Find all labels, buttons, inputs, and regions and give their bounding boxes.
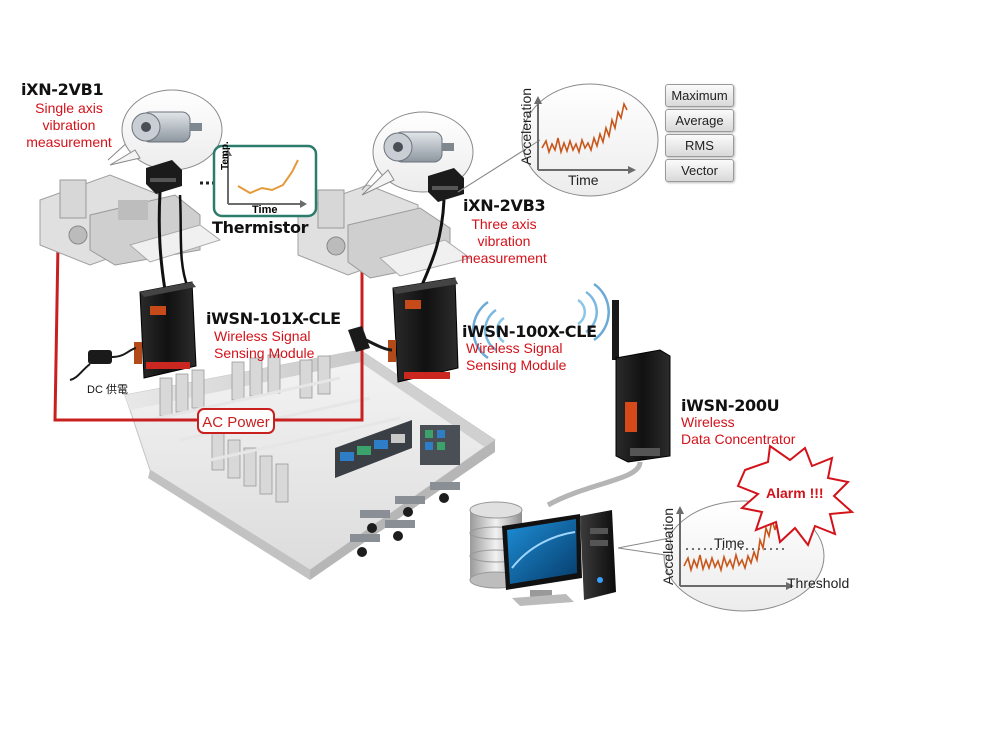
sensor-cable-right <box>420 199 446 286</box>
ixn-2vb1-title: iXN-2VB1 <box>21 80 104 99</box>
alarm-starburst <box>736 444 855 548</box>
iwsn-100x-title: iWSN-100X-CLE <box>462 322 597 341</box>
rms-button[interactable]: RMS <box>665 134 734 157</box>
ixn-2vb3-title: iXN-2VB3 <box>463 196 546 215</box>
thermistor-probe-wire <box>178 194 190 289</box>
thermistor-chart-ylabel: Temp. <box>220 141 231 170</box>
top-acceleration-chart <box>457 83 659 197</box>
ac-power-cable-right <box>275 258 364 422</box>
ac-power-cable-left <box>53 243 200 422</box>
wireless-waves-right <box>577 282 610 342</box>
network-cable <box>546 461 643 508</box>
top-chart-xlabel: Time <box>568 172 599 188</box>
ixn-2vb3-desc-3: measurement <box>461 250 547 266</box>
ixn-2vb1-desc-3: measurement <box>26 134 112 150</box>
bottom-chart-time-label: Time <box>714 535 745 551</box>
motor-bubble-left <box>107 89 223 171</box>
ac-power-label: AC Power <box>197 408 275 434</box>
top-chart-ylabel: Acceleration <box>518 87 534 165</box>
iwsn-100x-desc-2: Sensing Module <box>466 357 567 373</box>
sensor-cable-left <box>157 191 167 291</box>
maximum-button[interactable]: Maximum <box>665 84 734 107</box>
iwsn-100x-desc-1: Wireless Signal <box>466 340 563 356</box>
dc-power-label: DC 供電 <box>87 384 128 396</box>
factory-machine-right <box>297 184 472 279</box>
current-clamp <box>348 326 393 352</box>
iwsn-200u-title: iWSN-200U <box>681 396 780 415</box>
iwsn-101x-cle-module <box>134 281 197 379</box>
ixn-2vb1-sensor <box>146 160 182 194</box>
ixn-2vb3-sensor <box>428 168 464 202</box>
ixn-2vb1-desc-2: vibration <box>42 117 96 133</box>
bottom-chart-ylabel: Acceleration <box>660 507 676 585</box>
ixn-2vb1-desc-1: Single axis <box>35 100 103 116</box>
ixn-2vb3-desc-2: vibration <box>477 233 531 249</box>
control-room-illustration <box>124 349 496 580</box>
thermistor-chart <box>212 144 318 218</box>
ixn-2vb3-desc-1: Three axis <box>471 216 537 232</box>
thermistor-chart-xlabel: Time <box>252 204 278 216</box>
average-button[interactable]: Average <box>665 109 734 132</box>
vector-button[interactable]: Vector <box>665 159 734 182</box>
pc-workstation <box>502 510 616 606</box>
wireless-waves-left <box>472 300 505 360</box>
iwsn-101x-desc-2: Sensing Module <box>214 345 315 361</box>
iwsn-200u-desc-2: Data Concentrator <box>681 431 796 447</box>
alarm-label: Alarm !!! <box>766 485 824 501</box>
iwsn-101x-title: iWSN-101X-CLE <box>206 309 341 328</box>
iwsn-100x-cle-module <box>388 277 459 383</box>
factory-machine-left <box>39 174 222 266</box>
iwsn-101x-desc-1: Wireless Signal <box>214 328 311 344</box>
dc-adapter <box>69 347 137 381</box>
threshold-label: Threshold <box>787 575 850 591</box>
thermistor-title: Thermistor <box>212 218 309 237</box>
iwsn-200u-device <box>612 300 671 463</box>
iwsn-200u-desc-1: Wireless <box>681 414 735 430</box>
